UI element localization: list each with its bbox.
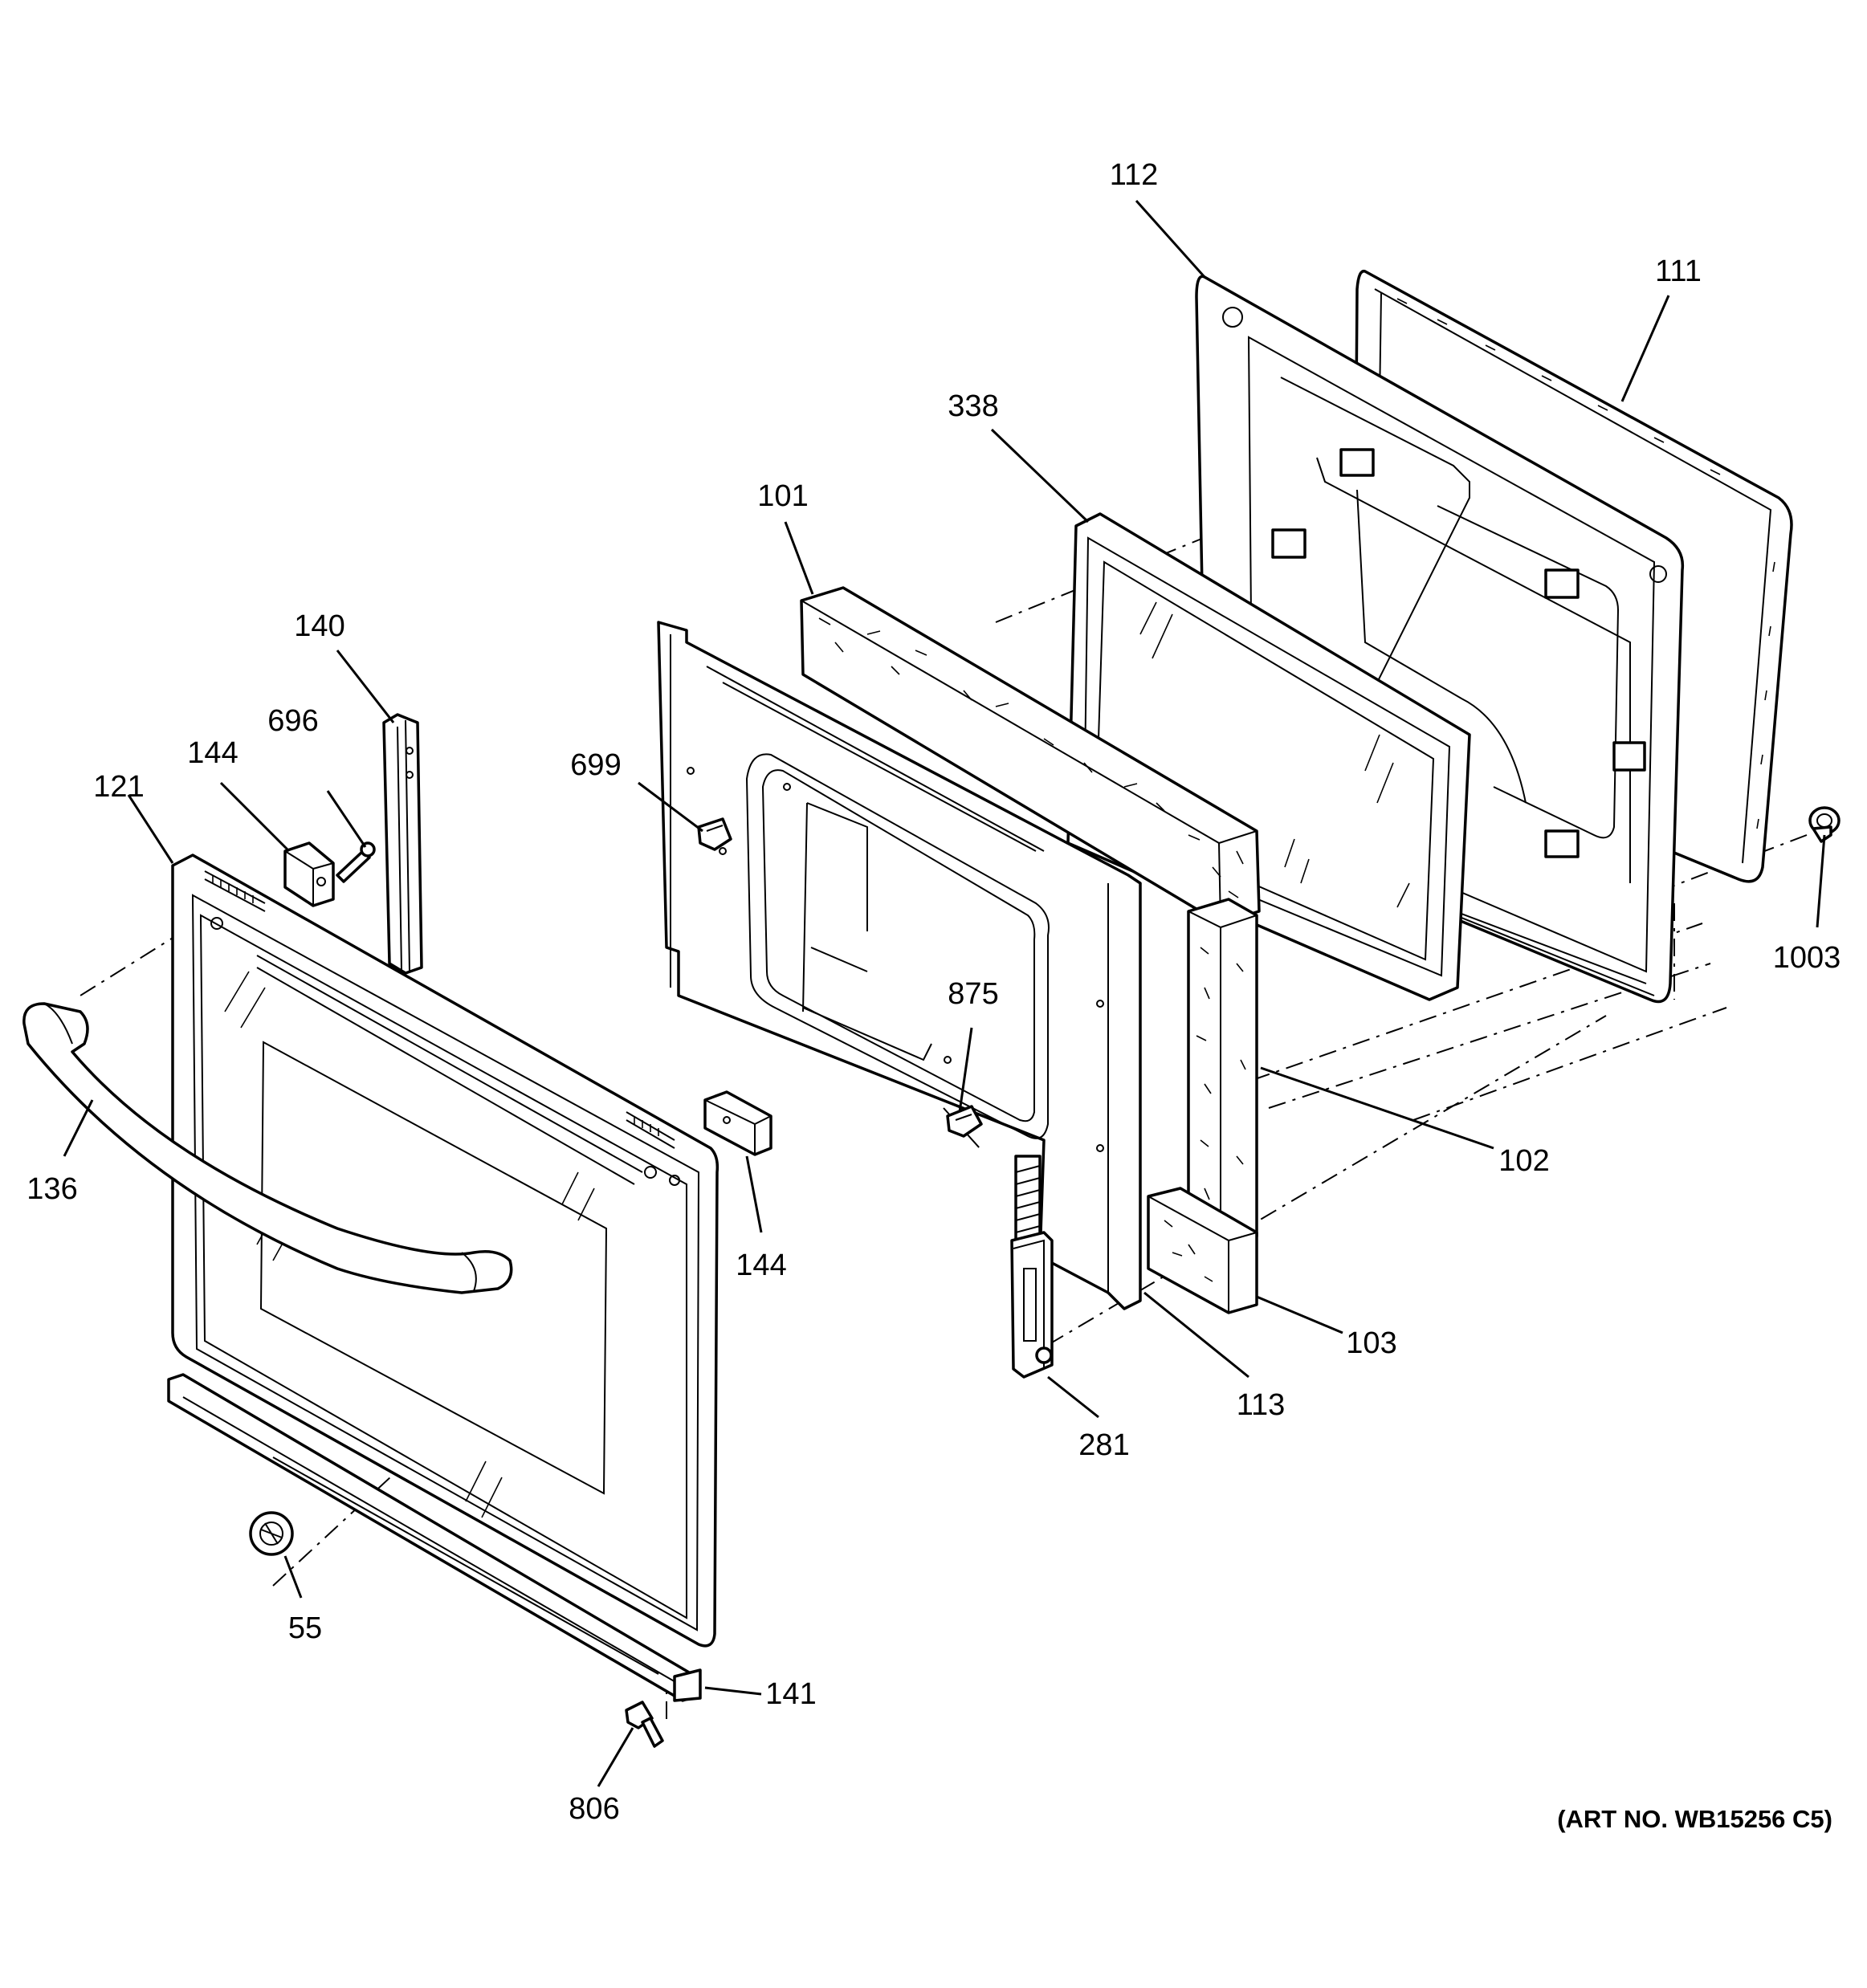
bracket-144-lower [703, 1090, 772, 1156]
screw-806 [625, 1701, 664, 1748]
trim-141 [167, 1373, 702, 1702]
leader-lines [63, 199, 1826, 1787]
callout-144-upper: 144 [187, 736, 238, 770]
screw-875 [946, 1105, 983, 1138]
callout-806: 806 [569, 1792, 619, 1826]
inner-panel-113 [657, 621, 1142, 1310]
callout-103: 103 [1346, 1326, 1396, 1360]
screw-696 [336, 841, 376, 883]
callout-113: 113 [1237, 1388, 1286, 1422]
outer-door-121 [171, 853, 719, 1648]
callout-136: 136 [26, 1172, 77, 1206]
callout-875: 875 [948, 977, 998, 1011]
callout-281: 281 [1078, 1428, 1129, 1462]
callout-121: 121 [93, 770, 144, 804]
insulation-103 [1147, 1187, 1258, 1314]
channel-140 [382, 713, 423, 975]
callout-144-lower: 144 [736, 1249, 786, 1282]
callout-112: 112 [1110, 158, 1159, 192]
hinge-281 [1010, 1155, 1054, 1379]
insulation-102 [1187, 898, 1258, 1250]
callout-140: 140 [294, 609, 344, 643]
insulation-101 [800, 586, 1261, 925]
callout-1003: 1003 [1773, 941, 1841, 975]
callout-338: 338 [948, 389, 998, 423]
callout-696: 696 [267, 704, 318, 738]
callout-55: 55 [288, 1611, 322, 1645]
bracket-144-upper [283, 841, 335, 907]
plug-1003 [1808, 806, 1841, 843]
callout-699: 699 [570, 748, 621, 782]
handle-136 [22, 1002, 513, 1294]
callout-141: 141 [765, 1677, 816, 1711]
callout-labels: 112 111 338 101 140 696 144 121 699 875 … [26, 158, 1841, 1833]
screw-699 [697, 817, 732, 851]
callout-101: 101 [757, 479, 808, 513]
callout-111: 111 [1655, 255, 1702, 288]
grommet-55 [249, 1511, 294, 1556]
callout-102: 102 [1498, 1144, 1549, 1178]
art-number: (ART NO. WB15256 C5) [1557, 1805, 1832, 1833]
